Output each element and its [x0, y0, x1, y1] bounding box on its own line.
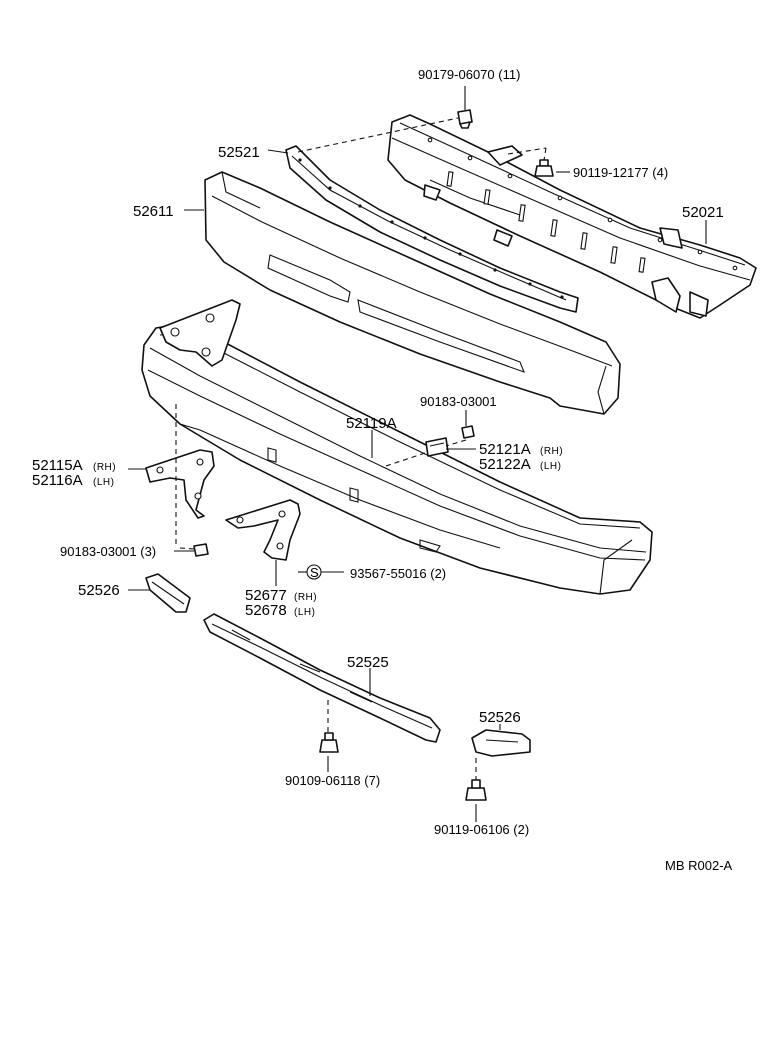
cover-corner-bracket	[159, 299, 241, 367]
label-90179-06070: 90179-06070 (11)	[418, 67, 520, 82]
retainer-52121A	[425, 437, 449, 457]
leader-lines	[128, 86, 707, 822]
label-52115A-side: (RH)	[93, 462, 116, 473]
label-52119A: 52119A	[346, 415, 397, 432]
label-52122A: 52122A	[479, 456, 531, 473]
label-52677-side: (RH)	[294, 592, 317, 603]
stay-52526-right	[471, 729, 531, 757]
label-52677: 52677	[245, 587, 287, 604]
label-52122A-side: (LH)	[540, 461, 561, 472]
clip-90183-03001-left	[193, 543, 209, 557]
installation-dash-lines	[175, 117, 547, 780]
label-52115A: 52115A	[32, 457, 83, 474]
reference-code: MB R002-A	[665, 858, 733, 873]
label-52521: 52521	[218, 144, 260, 161]
clip-90179-06070	[457, 109, 473, 129]
label-90183-03001-left: 90183-03001 (3)	[60, 544, 156, 559]
label-90119-12177: 90119-12177 (4)	[573, 165, 668, 180]
label-52526-right: 52526	[479, 709, 521, 726]
part-labels: 90179-06070 (11) 52521 90119-12177 (4) 5…	[32, 67, 733, 873]
bumper-reinforcement-52021	[387, 114, 757, 319]
bracket-52115A	[145, 449, 215, 519]
label-52526-left: 52526	[78, 582, 120, 599]
label-52678: 52678	[245, 602, 287, 619]
bumper-molding-52521	[285, 145, 579, 313]
cover-support-52525	[203, 613, 441, 743]
label-52678-side: (LH)	[294, 607, 315, 618]
bolt-90119-06106	[465, 779, 487, 801]
bolt-90119-12177	[534, 159, 554, 177]
label-90119-06106: 90119-06106 (2)	[434, 822, 529, 837]
clip-90183-03001-top	[461, 425, 475, 439]
label-52116A: 52116A	[32, 472, 83, 489]
label-90183-03001-top: 90183-03001	[420, 394, 497, 409]
label-52121A: 52121A	[479, 441, 531, 458]
label-52116A-side: (LH)	[93, 477, 114, 488]
label-52611: 52611	[133, 203, 174, 220]
label-52525: 52525	[347, 654, 389, 671]
stay-52526-left	[145, 573, 191, 613]
label-93567-55016: 93567-55016 (2)	[350, 566, 446, 581]
label-52021: 52021	[682, 204, 724, 221]
reinforcement-slots	[427, 137, 738, 273]
label-90109-06118: 90109-06118 (7)	[285, 773, 380, 788]
bracket-52677	[225, 499, 301, 561]
bumper-absorber-52611	[204, 171, 621, 415]
label-52121A-side: (RH)	[540, 446, 563, 457]
bolt-90109-06118	[319, 732, 339, 753]
label-s-symbol: S	[310, 565, 319, 580]
